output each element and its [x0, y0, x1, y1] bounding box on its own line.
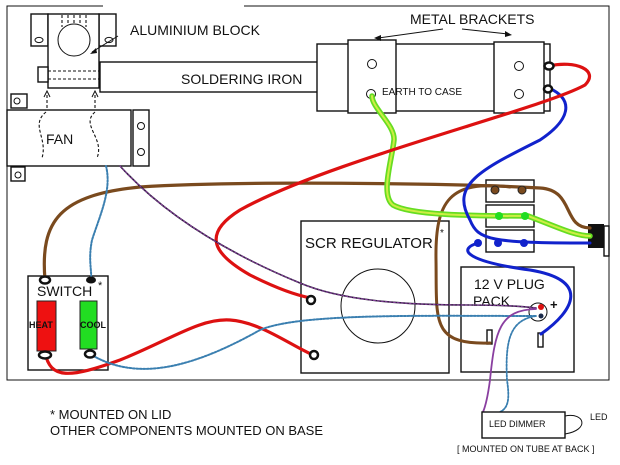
iron-terminal-active — [543, 61, 555, 71]
aluminium-block — [30, 13, 120, 89]
airflow-line — [89, 111, 100, 159]
plug-pack-label-line2: PACK — [473, 293, 511, 309]
plug-output-positive — [538, 304, 544, 310]
led-dimmer — [481, 411, 583, 439]
heat-label: HEAT — [29, 320, 53, 330]
earth-to-case-label: EARTH TO CASE — [382, 87, 462, 98]
iron-terminal-neutral — [542, 84, 554, 94]
metal-brackets-label: METAL BRACKETS — [410, 11, 534, 27]
cool-label: COOL — [80, 320, 107, 330]
plus-polarity-label: + — [550, 297, 558, 312]
soldering-iron — [99, 61, 319, 93]
led-label: LED — [590, 412, 608, 422]
airflow-arrow-icon — [43, 89, 51, 98]
terminal-screw — [490, 185, 500, 195]
airflow-arrow-icon — [91, 89, 99, 98]
bracket-hole-icon — [367, 59, 377, 69]
mains-inlet — [588, 224, 610, 257]
soldering-iron-label: SOLDERING IRON — [181, 71, 302, 87]
terminal-screw — [495, 212, 503, 220]
terminal-screw — [474, 239, 482, 247]
bracket-hole-icon — [514, 89, 524, 99]
wires — [42, 62, 593, 413]
wire-led-blue — [499, 315, 537, 413]
scr-lid-marker: * — [440, 228, 444, 239]
wire-led-purple — [482, 308, 537, 413]
note-tube: [ MOUNTED ON TUBE AT BACK ] — [457, 444, 595, 454]
cool-rocker — [79, 300, 98, 350]
wire-active-red — [214, 62, 592, 300]
fan — [6, 89, 150, 182]
wire-switch-red — [43, 318, 315, 375]
switch-terminal — [38, 275, 52, 285]
switch-terminal — [37, 350, 53, 360]
wire-lowvolt-fan-switch — [89, 165, 109, 281]
wire-neutral-blue-plug — [466, 241, 573, 336]
terminals — [37, 61, 555, 361]
switch-terminal — [86, 276, 96, 284]
switch-lid-marker: * — [98, 280, 103, 292]
enclosure-outline — [6, 5, 610, 381]
note-base: OTHER COMPONENTS MOUNTED ON BASE — [50, 423, 323, 438]
iron-body — [316, 28, 551, 114]
scr-terminal — [308, 349, 320, 361]
scr-terminal — [305, 294, 317, 306]
bracket-arrow-left — [377, 28, 444, 39]
block-pointer-arrow — [91, 35, 119, 53]
wire-brown-switch — [42, 181, 592, 282]
led-dimmer-label: LED DIMMER — [489, 419, 546, 429]
wire-lowvolt-switch-plug — [89, 314, 537, 370]
switch-label: SWITCH — [37, 283, 92, 299]
terminal-screw — [520, 239, 528, 247]
mounting-hole-icon — [34, 36, 44, 44]
plug-pack — [460, 266, 575, 373]
switch-terminal — [83, 349, 97, 359]
terminal-screw — [521, 212, 529, 220]
terminal-screw — [517, 185, 527, 195]
scr-regulator-label: SCR REGULATOR — [305, 235, 433, 252]
fan-label: FAN — [46, 131, 73, 147]
wire-earth-inner — [371, 95, 591, 237]
aluminium-block-label: ALUMINIUM BLOCK — [130, 22, 261, 38]
plug-output-negative — [538, 313, 544, 319]
metal-bracket-right — [493, 41, 545, 114]
terminal-screw — [494, 239, 502, 247]
plug-pack-label-line1: 12 V PLUG — [474, 276, 545, 292]
airflow-line — [38, 111, 47, 159]
bracket-arrow-right — [461, 28, 509, 35]
note-lid: * MOUNTED ON LID — [50, 407, 171, 422]
wire-fan-purple-highlight — [119, 165, 537, 309]
mounting-hole-icon — [104, 36, 114, 44]
bracket-hole-icon — [514, 61, 524, 71]
led-icon — [564, 414, 583, 435]
